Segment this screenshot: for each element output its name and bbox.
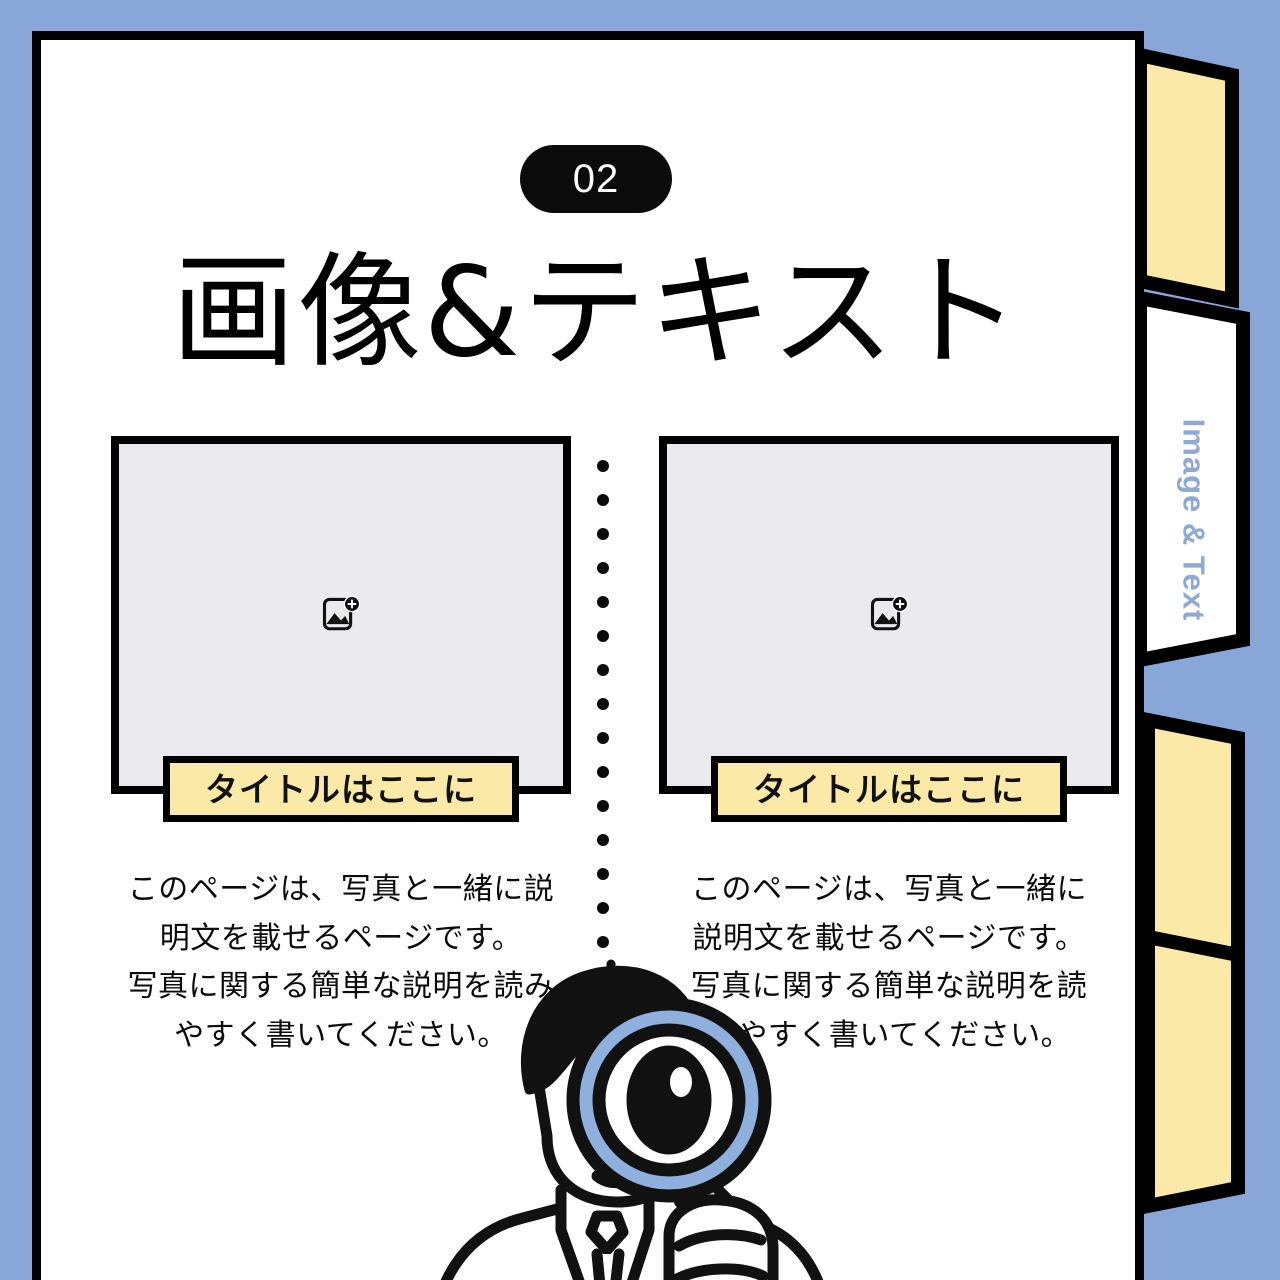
- divider-dot: [597, 562, 609, 574]
- card-title-right: タイトルはここに: [753, 769, 1025, 809]
- side-tab-active-label: Image & Text: [1176, 418, 1211, 622]
- card-body-right: このページは、写真と一緒に 説明文を載せるページです。 写真に関する簡単な説明を…: [690, 872, 1088, 1053]
- side-tab-top[interactable]: [1133, 46, 1239, 309]
- divider-dot: [597, 460, 609, 472]
- page-title: 画像&テキスト: [171, 241, 1023, 385]
- card-title-badge-left: タイトルはここに: [163, 756, 519, 822]
- content-columns: タイトルはここに このページは、写真と一緒に説 明文を載せるページです。 写真に…: [41, 436, 1135, 1076]
- divider-dot: [597, 868, 609, 880]
- content-column-left: タイトルはここに このページは、写真と一緒に説 明文を載せるページです。 写真に…: [111, 436, 571, 1060]
- image-placeholder-left[interactable]: タイトルはここに: [111, 436, 571, 822]
- add-image-icon: [322, 595, 361, 631]
- image-placeholder-right[interactable]: タイトルはここに: [659, 436, 1119, 822]
- section-number-badge: 02: [520, 145, 672, 213]
- divider-dot: [597, 800, 609, 812]
- divider-dot: [597, 766, 609, 778]
- divider-dot: [597, 936, 609, 948]
- add-image-icon: [870, 595, 909, 631]
- card-body-left: このページは、写真と一緒に説 明文を載せるページです。 写真に関する簡単な説明を…: [127, 872, 555, 1053]
- divider-dot: [597, 596, 609, 608]
- divider-dot: [597, 902, 609, 914]
- divider-dot: [597, 528, 609, 540]
- content-column-right: タイトルはここに このページは、写真と一緒に 説明文を載せるページです。 写真に…: [659, 436, 1119, 1060]
- man-with-magnifying-glass-illustration: [440, 959, 824, 1280]
- side-tab-active-label-wrap: Image & Text: [1148, 380, 1238, 660]
- card-title-badge-right: タイトルはここに: [711, 756, 1067, 822]
- slide-page: 02 画像&テキスト: [32, 31, 1144, 1280]
- divider-dot: [597, 664, 609, 676]
- side-tab-third[interactable]: [1141, 711, 1245, 964]
- divider-dot: [597, 834, 609, 846]
- side-tab-fourth[interactable]: [1141, 928, 1245, 1215]
- divider-dot: [597, 698, 609, 710]
- card-title-left: タイトルはここに: [205, 769, 477, 809]
- section-number-text: 02: [572, 157, 620, 201]
- divider-dot: [597, 732, 609, 744]
- divider-dot: [597, 630, 609, 642]
- divider-dot: [597, 494, 609, 506]
